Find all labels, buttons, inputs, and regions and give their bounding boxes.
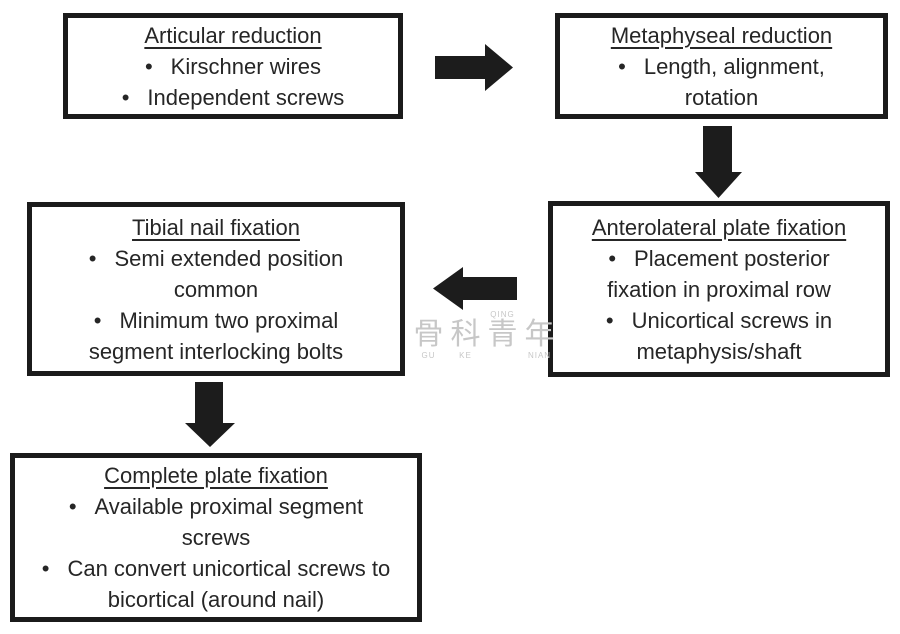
bullet-text: Minimum two proximal	[119, 307, 339, 333]
bullet-line: Kirschner wires	[145, 51, 321, 82]
box-title: Metaphyseal reduction	[610, 22, 833, 48]
bullet-line: Available proximal segment	[69, 491, 364, 522]
bullet-icon	[69, 494, 95, 519]
bullet-text: Placement posterior	[634, 245, 830, 271]
bullet-continuation-line: segment interlocking bolts	[88, 338, 344, 364]
flow-box-articular-reduction: Articular reduction Kirschner wires Inde…	[63, 13, 403, 119]
bullet-icon	[606, 308, 632, 333]
bullet-text: Available proximal segment	[94, 494, 364, 519]
bullet-line: Length, alignment,	[618, 51, 825, 82]
bullet-continuation-line: metaphysis/shaft	[636, 338, 802, 364]
bullet-icon	[42, 556, 68, 581]
bullet-icon	[122, 85, 148, 110]
bullet-continuation-line: screws	[181, 525, 251, 550]
bullet-text: Semi extended position	[114, 245, 344, 271]
bullet-icon	[618, 54, 644, 79]
bullet-text: Length, alignment,	[643, 53, 825, 79]
bullet-icon	[145, 54, 171, 79]
bullet-line: Unicortical screws in	[606, 305, 833, 336]
bullet-continuation-line: fixation in proximal row	[607, 276, 831, 302]
watermark-pinyin: GU	[421, 351, 436, 360]
flow-box-metaphyseal-reduction: Metaphyseal reduction Length, alignment,…	[555, 13, 888, 119]
box-title: Articular reduction	[144, 22, 322, 48]
flow-box-complete-plate-fixation: Complete plate fixation Available proxim…	[10, 453, 422, 622]
bullet-text: Unicortical screws in	[631, 307, 833, 333]
box-title: Complete plate fixation	[104, 463, 328, 488]
box-title: Anterolateral plate fixation	[591, 214, 847, 240]
box-title: Tibial nail fixation	[132, 214, 300, 240]
bullet-line: Can convert unicortical screws to	[42, 553, 391, 584]
bullet-continuation-line: bicortical (around nail)	[107, 587, 325, 612]
flow-arrow-down-icon	[185, 382, 235, 447]
bullet-text: Independent screws	[147, 84, 345, 110]
bullet-line: Independent screws	[122, 82, 345, 113]
flow-arrow-right-icon	[435, 44, 513, 91]
flow-arrow-left-icon	[433, 267, 517, 310]
watermark-pinyin: QING	[490, 310, 515, 319]
bullet-line: Semi extended position	[89, 243, 344, 274]
bullet-line: Minimum two proximal	[94, 305, 339, 336]
flow-box-tibial-nail-fixation: Tibial nail fixation Semi extended posit…	[27, 202, 405, 376]
flow-box-anterolateral-plate-fixation: Anterolateral plate fixation Placement p…	[548, 201, 890, 377]
bullet-icon	[89, 246, 115, 271]
bullet-line: Placement posterior	[608, 243, 830, 274]
flow-arrow-down-icon	[695, 126, 742, 198]
bullet-text: Kirschner wires	[170, 53, 322, 79]
bullet-icon	[94, 308, 120, 333]
watermark-pinyin: KE	[459, 351, 472, 360]
bullet-continuation-line: common	[173, 276, 259, 302]
bullet-text: Can convert unicortical screws to	[67, 556, 391, 581]
bullet-icon	[608, 246, 634, 271]
bullet-continuation-line: rotation	[684, 84, 759, 110]
